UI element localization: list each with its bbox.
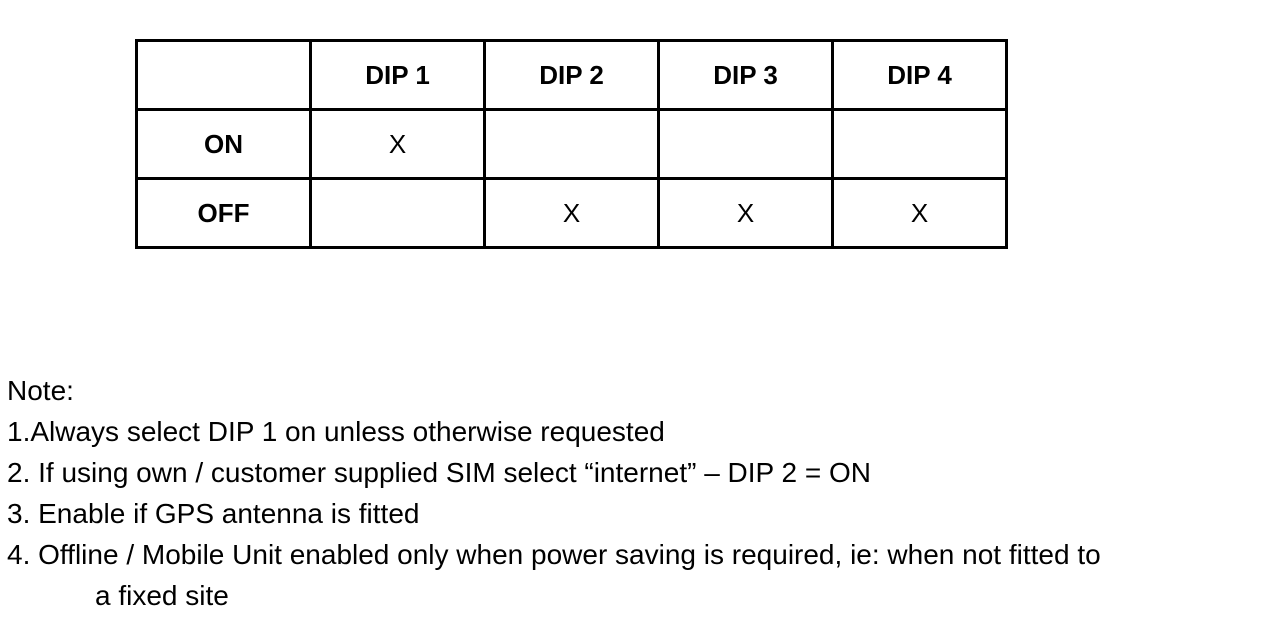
- table-row-off: OFF X X X: [135, 177, 1008, 249]
- note-item-2: 2. If using own / customer supplied SIM …: [7, 457, 871, 488]
- note-item-1: 1.Always select DIP 1 on unless otherwis…: [7, 416, 665, 447]
- header-cell-empty: [135, 39, 312, 111]
- dip-switch-table: DIP 1 DIP 2 DIP 3 DIP 4 ON X OFF X X X: [135, 39, 1008, 249]
- cell-on-dip2: [483, 108, 660, 180]
- notes-heading: Note:: [7, 375, 74, 406]
- cell-on-dip1: X: [309, 108, 486, 180]
- note-item-4: 4. Offline / Mobile Unit enabled only wh…: [7, 539, 1101, 570]
- header-cell-dip3: DIP 3: [657, 39, 834, 111]
- notes-section: Note: 1.Always select DIP 1 on unless ot…: [7, 370, 1101, 616]
- cell-off-dip4: X: [831, 177, 1008, 249]
- note-item-3: 3. Enable if GPS antenna is fitted: [7, 498, 420, 529]
- cell-on-dip4: [831, 108, 1008, 180]
- cell-on-dip3: [657, 108, 834, 180]
- row-label-on: ON: [135, 108, 312, 180]
- header-cell-dip1: DIP 1: [309, 39, 486, 111]
- row-label-off: OFF: [135, 177, 312, 249]
- cell-off-dip2: X: [483, 177, 660, 249]
- cell-off-dip3: X: [657, 177, 834, 249]
- header-cell-dip2: DIP 2: [483, 39, 660, 111]
- cell-off-dip1: [309, 177, 486, 249]
- header-cell-dip4: DIP 4: [831, 39, 1008, 111]
- table-row-on: ON X: [135, 108, 1008, 180]
- note-item-4-continuation: a fixed site: [95, 580, 229, 611]
- table-header-row: DIP 1 DIP 2 DIP 3 DIP 4: [135, 39, 1008, 111]
